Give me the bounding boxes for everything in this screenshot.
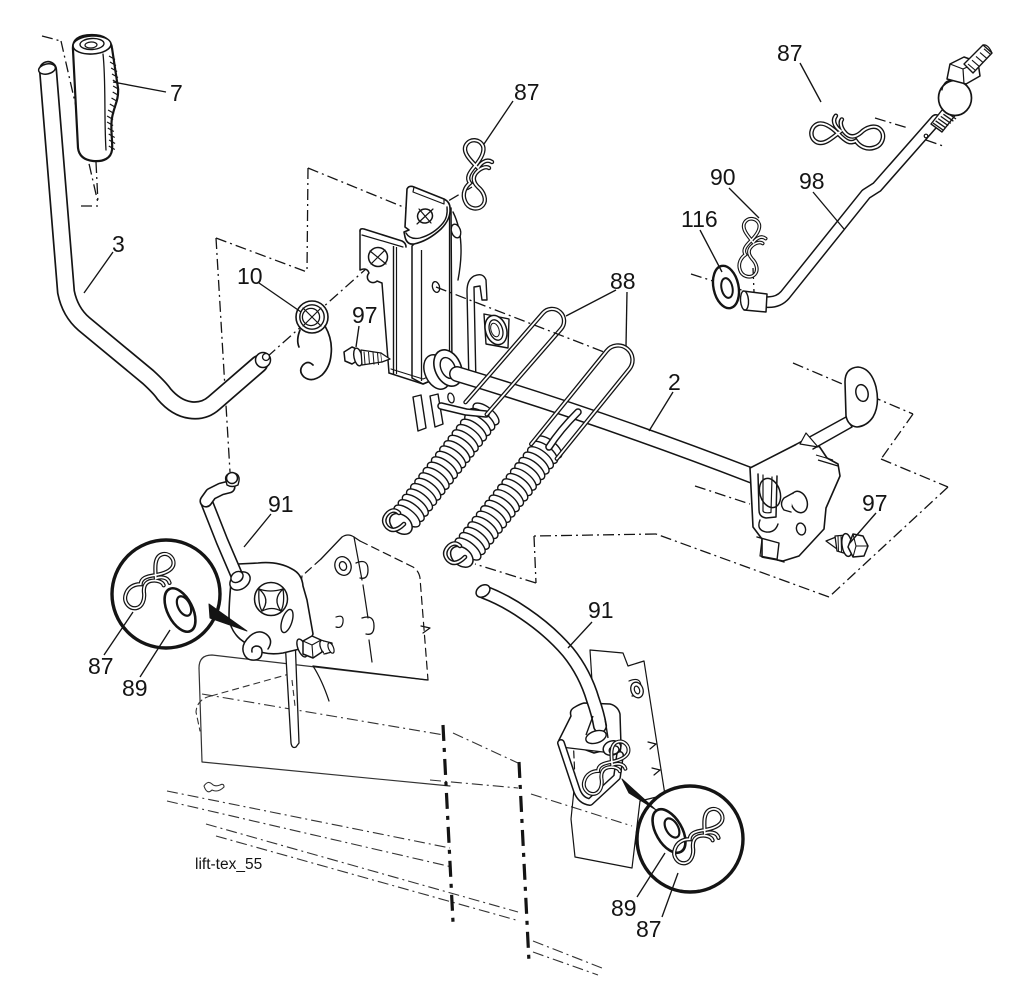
svg-text:98: 98 [799,168,825,194]
svg-text:116: 116 [681,206,718,232]
svg-text:87: 87 [88,653,114,679]
svg-text:97: 97 [862,490,888,516]
svg-text:90: 90 [710,164,736,190]
svg-text:88: 88 [610,268,636,294]
svg-text:87: 87 [636,916,662,942]
svg-text:3: 3 [112,231,125,257]
svg-text:87: 87 [514,79,540,105]
svg-text:10: 10 [237,263,263,289]
svg-text:lift-tex_55: lift-tex_55 [195,856,262,873]
svg-text:91: 91 [588,597,614,623]
svg-text:89: 89 [122,675,148,701]
svg-text:87: 87 [777,40,803,66]
svg-text:91: 91 [268,491,294,517]
svg-text:7: 7 [170,80,183,106]
svg-text:97: 97 [352,302,378,328]
svg-text:89: 89 [611,895,637,921]
svg-text:2: 2 [668,369,681,395]
